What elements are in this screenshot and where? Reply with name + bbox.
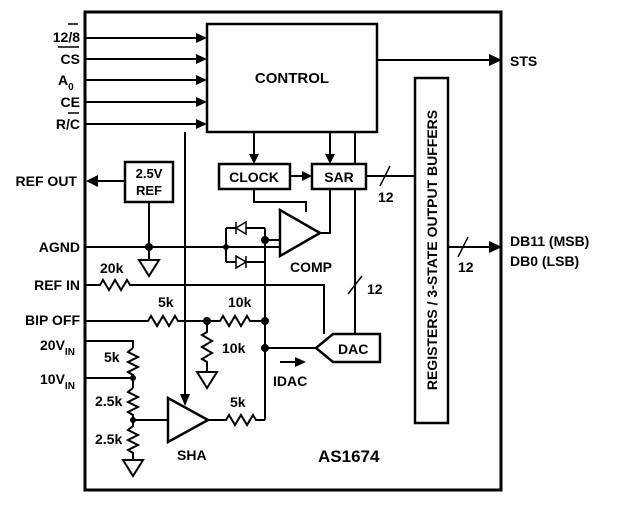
sar-bus-slash bbox=[379, 165, 391, 187]
data-bus-width: 12 bbox=[458, 259, 474, 275]
divider-ground-icon bbox=[121, 459, 145, 478]
dac-bus-width: 12 bbox=[367, 281, 383, 297]
idac-arrow bbox=[295, 357, 306, 367]
dac-bus-slash bbox=[347, 275, 363, 295]
sar-block: SAR bbox=[310, 162, 368, 191]
sts-arrow bbox=[489, 54, 502, 66]
sha-block bbox=[166, 395, 211, 445]
clock-label: CLOCK bbox=[229, 169, 279, 185]
ref-out-arrow bbox=[86, 175, 98, 187]
pin-agnd: AGND bbox=[39, 239, 80, 255]
pin-a0: A0 bbox=[58, 72, 74, 93]
r-bip2-label: 10k bbox=[228, 294, 252, 310]
shunt-ground-icon bbox=[195, 371, 219, 390]
ref-in-line bbox=[85, 278, 325, 334]
bip-off-line bbox=[85, 314, 265, 328]
data-bus-slash bbox=[457, 236, 469, 258]
r-sha-label: 5k bbox=[230, 394, 246, 410]
r-div3-label: 2.5k bbox=[95, 431, 122, 447]
comparator bbox=[278, 207, 323, 259]
r-div3 bbox=[125, 420, 141, 460]
sha-label: SHA bbox=[177, 447, 207, 463]
control-to-clock-arrow bbox=[249, 154, 259, 164]
r-div2 bbox=[125, 387, 141, 420]
pin-12-8: 12/8 bbox=[53, 29, 80, 45]
pin-cs: CS bbox=[61, 51, 80, 67]
sar-label: SAR bbox=[324, 169, 354, 185]
clock-to-sar-arrow bbox=[302, 171, 312, 181]
r-bip-label: 5k bbox=[158, 294, 174, 310]
chip-outline bbox=[83, 10, 503, 492]
pin-rc: R/C bbox=[56, 116, 80, 132]
pin-bip-off: BIP OFF bbox=[25, 312, 80, 328]
agnd-ground-icon bbox=[137, 259, 161, 278]
ref-voltage-label: 2.5V bbox=[136, 166, 163, 181]
r-refin-label: 20k bbox=[100, 260, 124, 276]
pin-ref-out: REF OUT bbox=[16, 173, 78, 189]
r-div1 bbox=[125, 347, 141, 388]
control-block: CONTROL bbox=[205, 22, 379, 134]
control-input-pins bbox=[85, 33, 207, 129]
idac-label: IDAC bbox=[273, 373, 307, 389]
registers-block: REGISTERS / 3-STATE OUTPUT BUFFERS bbox=[413, 76, 450, 425]
diode-clamp bbox=[225, 220, 266, 270]
control-label: CONTROL bbox=[255, 70, 329, 87]
r-div2-label: 2.5k bbox=[95, 393, 122, 409]
registers-label: REGISTERS / 3-STATE OUTPUT BUFFERS bbox=[424, 110, 440, 390]
pin-10v-in: 10VIN bbox=[40, 371, 75, 392]
chip-name: AS1674 bbox=[318, 447, 380, 466]
diode-1-icon bbox=[234, 220, 247, 236]
control-to-sar-arrow bbox=[325, 154, 335, 164]
diode-2-icon bbox=[235, 254, 248, 270]
pin-20v-in: 20VIN bbox=[40, 337, 75, 358]
dac-label: DAC bbox=[338, 341, 368, 357]
data-out-arrow bbox=[489, 241, 502, 253]
pin-db0: DB0 (LSB) bbox=[510, 253, 579, 269]
comp-to-sar bbox=[320, 189, 331, 234]
clock-block: CLOCK bbox=[217, 162, 292, 191]
reference-block: 2.5V REF bbox=[123, 160, 175, 204]
dac-block bbox=[314, 332, 382, 364]
clock-to-comp bbox=[253, 189, 307, 212]
in20-line bbox=[85, 340, 134, 348]
pin-db11: DB11 (MSB) bbox=[510, 233, 589, 249]
r-div1-label: 5k bbox=[104, 349, 120, 365]
ref-label: REF bbox=[136, 183, 162, 198]
r-shunt-label: 10k bbox=[222, 340, 246, 356]
control-to-sha-arrow bbox=[180, 394, 190, 406]
pin-sts: STS bbox=[510, 53, 537, 69]
pin-ref-in: REF IN bbox=[34, 277, 80, 293]
pin-ce: CE bbox=[61, 94, 80, 110]
sar-bus-width: 12 bbox=[378, 189, 394, 205]
comp-label: COMP bbox=[290, 259, 332, 275]
r-shunt bbox=[200, 321, 214, 372]
r-sha bbox=[208, 413, 265, 427]
